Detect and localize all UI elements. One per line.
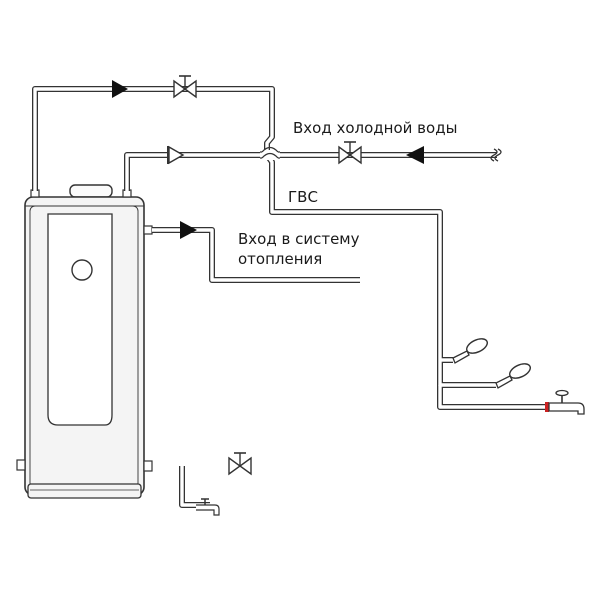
arrow-left-icon xyxy=(406,146,424,164)
valve-icon xyxy=(173,75,197,98)
flow-arrows xyxy=(112,80,424,239)
pipe-dhw-to-shower2 xyxy=(437,360,496,388)
label-dhw: ГВС xyxy=(288,188,318,206)
label-cold-water-inlet: Вход холодной воды xyxy=(293,119,458,137)
pipe-break-icon xyxy=(490,148,502,162)
shower-head-icon xyxy=(452,338,488,364)
water-heater-tank xyxy=(16,184,153,499)
fitting-top-right xyxy=(122,189,132,198)
tank-base xyxy=(27,483,142,499)
label-heating-inlet-line2: отопления xyxy=(238,250,323,268)
pipe-dhw-to-tap xyxy=(437,385,545,410)
pipe-crossover-bump xyxy=(261,146,279,159)
water-tap-icon xyxy=(545,389,585,415)
arrow-right-icon xyxy=(180,221,197,239)
pipe-cold-to-tank xyxy=(124,152,260,191)
tank-front-panel xyxy=(47,213,113,426)
check-valve-icon xyxy=(167,145,185,165)
shower-head-icon xyxy=(495,363,531,389)
fitting-top-left xyxy=(30,189,40,198)
label-heating-inlet-line1: Вход в систему xyxy=(238,230,360,248)
tank-thermometer-dial xyxy=(71,259,93,281)
tank-top-cap xyxy=(69,184,113,198)
valve-icon xyxy=(228,452,252,475)
valve-icon xyxy=(338,141,362,164)
fitting-heating-outlet xyxy=(143,225,153,235)
fitting-heating-return xyxy=(143,460,153,472)
arrow-right-icon xyxy=(112,80,128,98)
drain-tap-icon xyxy=(196,498,220,516)
fitting-left-side xyxy=(16,459,26,471)
